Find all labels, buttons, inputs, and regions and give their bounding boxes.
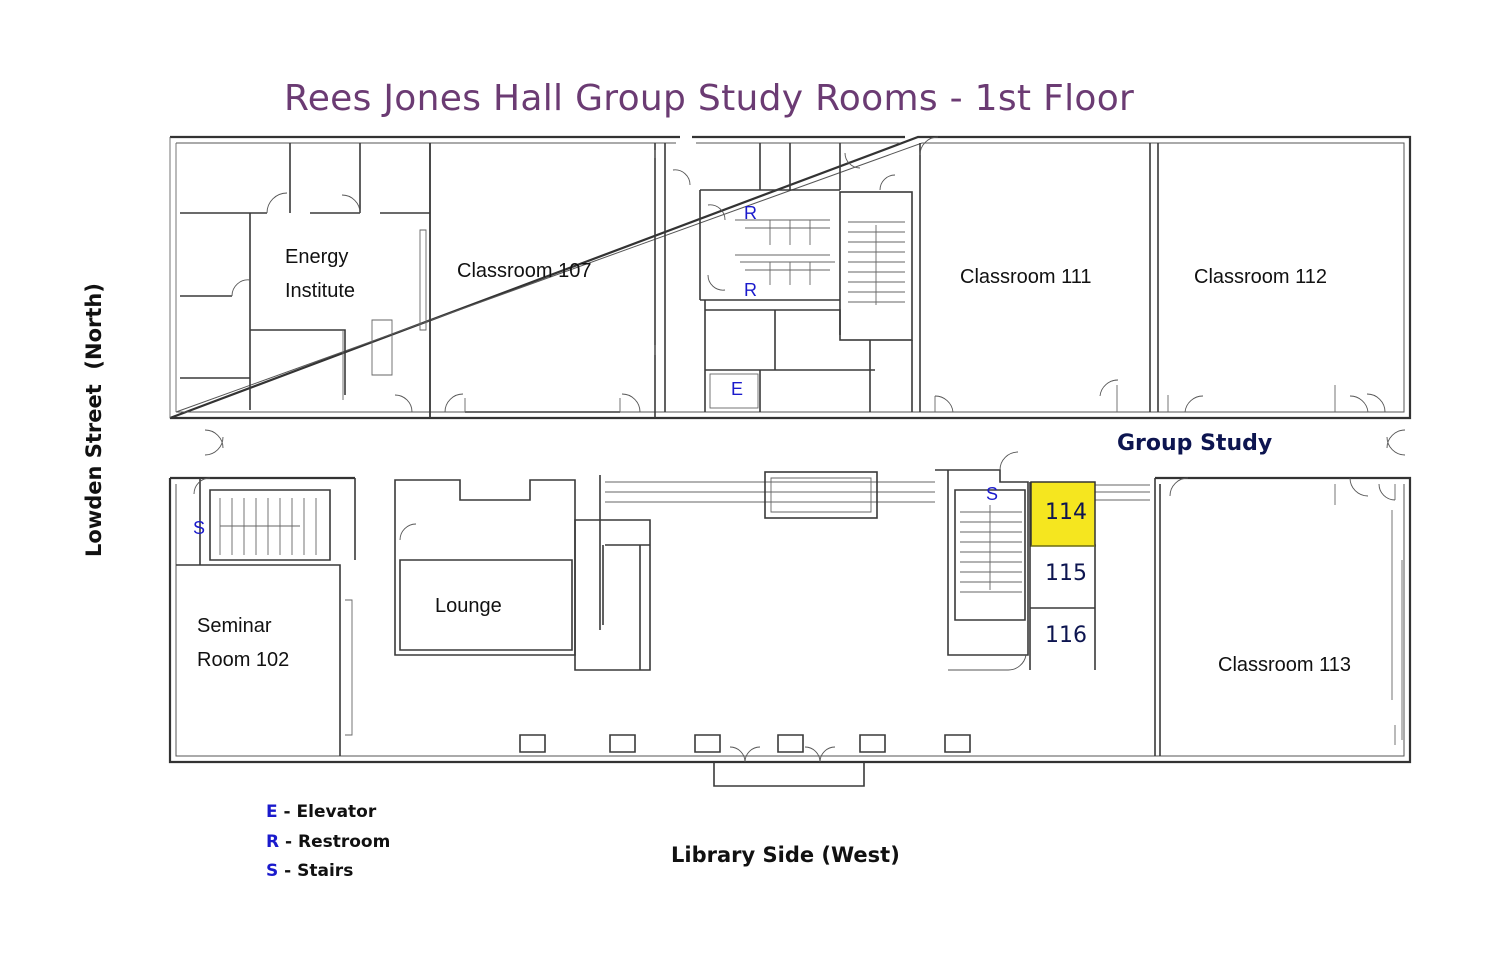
room-label-seminar-room-102[interactable]: Seminar Room 102 [197, 609, 289, 677]
room-label-classroom-107[interactable]: Classroom 107 [457, 260, 592, 282]
legend-text: - Restroom [279, 832, 391, 852]
room-label-classroom-112[interactable]: Classroom 112 [1194, 266, 1328, 288]
restroom-symbol: R [744, 280, 757, 300]
room-label-lounge[interactable]: Lounge [435, 595, 502, 617]
stairs-symbol: S [986, 484, 999, 504]
legend-item-elevator: E - Elevator [266, 802, 376, 822]
room-label-line: Institute [285, 280, 356, 302]
room-label-classroom-111[interactable]: Classroom 111 [960, 266, 1092, 288]
restroom-symbol: R [744, 203, 757, 223]
group-study-room-114[interactable]: 114 [1045, 500, 1087, 525]
room-label-energy-institute[interactable]: Energy Institute [285, 240, 355, 308]
group-study-label: Group Study [1117, 431, 1273, 456]
page-title: Rees Jones Hall Group Study Rooms - 1st … [284, 78, 1135, 119]
north-side-label: Lowden Street (North) [82, 283, 106, 557]
elevator-symbol: E [731, 379, 744, 399]
stairs-symbol: S [193, 518, 206, 538]
legend-item-restroom: R - Restroom [266, 832, 390, 852]
legend-key: S [266, 861, 279, 881]
room-label-line: Room 102 [197, 649, 290, 671]
room-label-line: Seminar [197, 615, 272, 637]
room-label-classroom-113[interactable]: Classroom 113 [1218, 654, 1352, 676]
upper-wing [169, 135, 1412, 420]
west-side-label: Library Side (West) [671, 843, 900, 867]
room-label-line: Energy [285, 246, 349, 268]
legend-key: E [266, 802, 278, 822]
legend-key: R [266, 832, 280, 852]
group-study-room-114-highlight[interactable] [1030, 481, 1096, 547]
lower-wing [168, 451, 1412, 787]
group-study-room-116[interactable]: 116 [1045, 623, 1087, 648]
legend-item-stairs: S - Stairs [266, 861, 353, 881]
legend-text: - Elevator [277, 802, 377, 822]
legend-text: - Stairs [278, 861, 354, 881]
corridor-doors [204, 429, 1406, 456]
group-study-room-115[interactable]: 115 [1045, 561, 1087, 586]
